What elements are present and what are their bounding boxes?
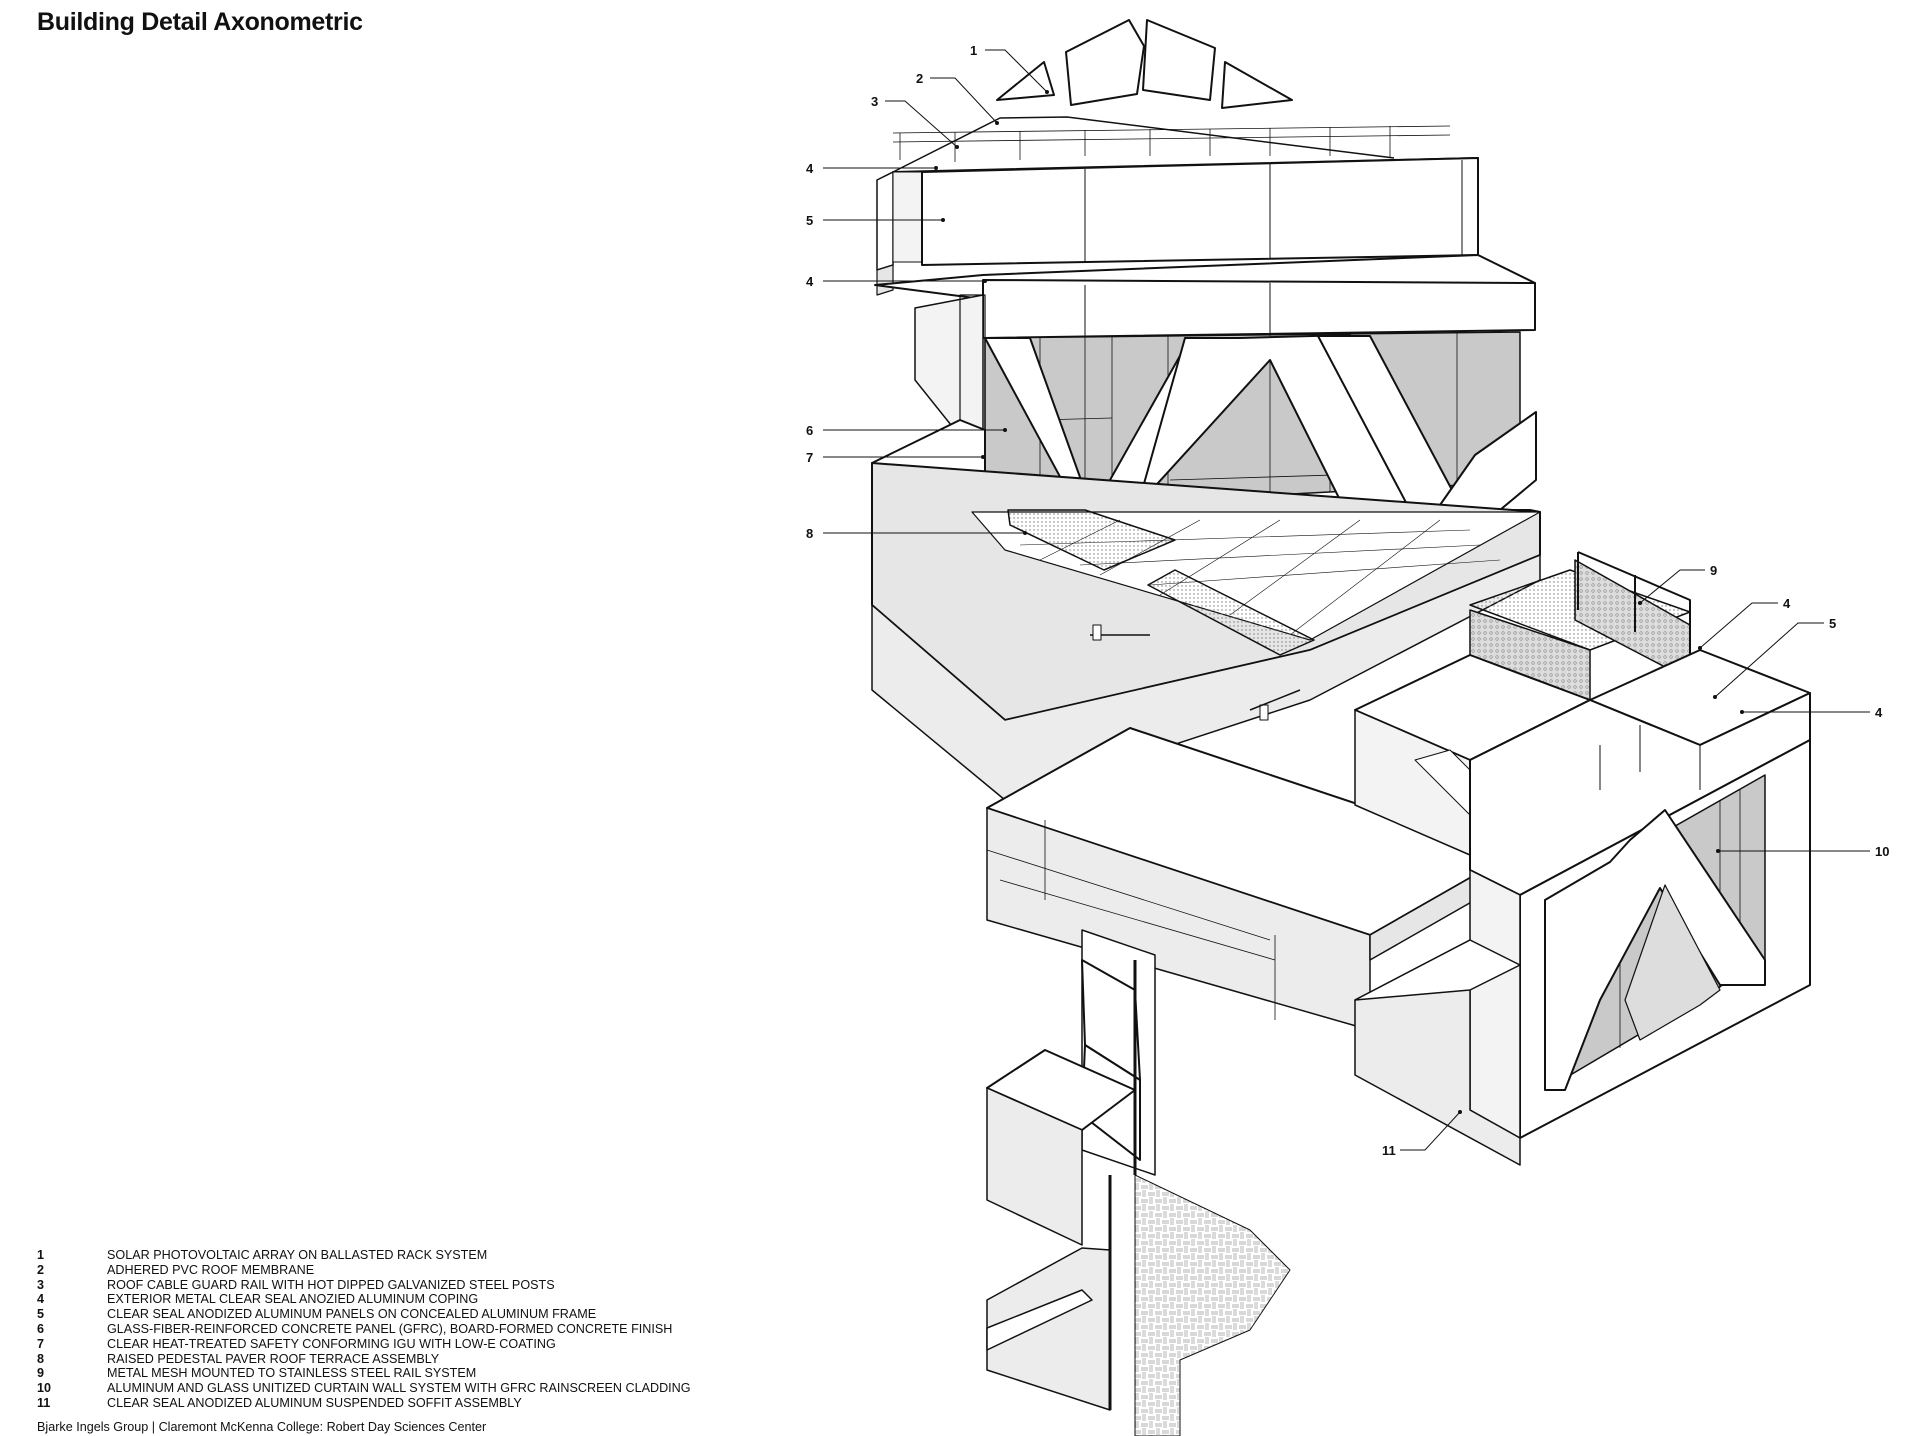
callout-5: 5 — [806, 213, 813, 228]
page-title: Building Detail Axonometric — [37, 8, 363, 36]
callout-3: 3 — [871, 94, 878, 109]
legend-number: 10 — [37, 1381, 52, 1396]
callout-9: 9 — [1710, 563, 1717, 578]
callout-4: 4 — [806, 274, 814, 289]
guard-rail — [892, 125, 1451, 162]
legend-text: EXTERIOR METAL CLEAR SEAL ANOZIED ALUMIN… — [107, 1292, 479, 1307]
legend-number: 11 — [37, 1395, 51, 1410]
legend-row: 10 ALUMINUM AND GLASS UNITIZED CURTAIN WA… — [37, 1381, 691, 1396]
legend-number: 6 — [37, 1321, 45, 1336]
callout-6: 6 — [806, 423, 813, 438]
legend-row: 1 SOLAR PHOTOVOLTAIC ARRAY ON BALLASTED R… — [37, 1248, 691, 1263]
solar-panels — [996, 19, 1293, 109]
terrace-block — [871, 462, 1541, 801]
upper-block — [871, 19, 1541, 531]
leader-lines — [823, 49, 1870, 1151]
legend-text: SOLAR PHOTOVOLTAIC ARRAY ON BALLASTED RA… — [107, 1248, 488, 1262]
legend-text: METAL MESH MOUNTED TO STAINLESS STEEL RA… — [107, 1366, 477, 1381]
legend-text: CLEAR HEAT-TREATED SAFETY CONFORMING IGU… — [107, 1336, 556, 1351]
legend-number: 8 — [37, 1351, 45, 1366]
callout-7: 7 — [806, 450, 813, 465]
gfrc-frames — [984, 334, 1537, 511]
callout-11: 11 — [1382, 1143, 1396, 1158]
callout-10: 10 — [1875, 844, 1889, 859]
legend-number: 3 — [37, 1277, 45, 1292]
credit-line: Bjarke Ingels Group | Claremont McKenna … — [37, 1420, 487, 1434]
callout-4: 4 — [1783, 596, 1791, 611]
legend-row: 7 CLEAR HEAT-TREATED SAFETY CONFORMING IG… — [37, 1337, 691, 1352]
legend-text: ALUMINUM AND GLASS UNITIZED CURTAIN WALL… — [107, 1381, 691, 1396]
legend-row: 2 ADHERED PVC ROOF MEMBRANE — [37, 1263, 691, 1278]
legend-number: 9 — [37, 1366, 45, 1381]
legend-text: CLEAR SEAL ANODIZED ALUMINUM SUSPENDED S… — [107, 1395, 522, 1410]
legend-number: 1 — [37, 1248, 45, 1262]
legend-row: 6 GLASS-FIBER-REINFORCED CONCRETE PANEL (… — [37, 1322, 691, 1337]
callout-4: 4 — [806, 161, 814, 176]
legend-text: CLEAR SEAL ANODIZED ALUMINUM PANELS ON C… — [107, 1307, 597, 1322]
callout-2: 2 — [916, 71, 923, 86]
legend-number: 2 — [37, 1262, 45, 1277]
legend-row: 5 CLEAR SEAL ANODIZED ALUMINUM PANELS ON … — [37, 1307, 691, 1322]
legend-number: 7 — [37, 1336, 45, 1351]
callout-5: 5 — [1829, 616, 1836, 631]
legend-row: 8 RAISED PEDESTAL PAVER ROOF TERRACE ASSE… — [37, 1352, 691, 1367]
legend-number: 5 — [37, 1307, 45, 1322]
right-block — [1354, 551, 1811, 1166]
lower-column — [986, 929, 1291, 1436]
legend-row: 4 EXTERIOR METAL CLEAR SEAL ANOZIED ALUMI… — [37, 1292, 691, 1307]
legend-row: 3 ROOF CABLE GUARD RAIL WITH HOT DIPPED G… — [37, 1278, 691, 1293]
legend-text: ADHERED PVC ROOF MEMBRANE — [107, 1262, 315, 1277]
callout-1: 1 — [970, 43, 977, 58]
leader-dots — [934, 90, 1744, 1114]
legend-row: 9 METAL MESH MOUNTED TO STAINLESS STEEL R… — [37, 1366, 691, 1381]
legend: 1 SOLAR PHOTOVOLTAIC ARRAY ON BALLASTED R… — [37, 1248, 691, 1411]
legend-row: 11 CLEAR SEAL ANODIZED ALUMINUM SUSPENDED… — [37, 1396, 691, 1411]
legend-number: 4 — [37, 1292, 45, 1307]
legend-text: GLASS-FIBER-REINFORCED CONCRETE PANEL (G… — [107, 1321, 673, 1336]
callout-8: 8 — [806, 526, 813, 541]
callout-4: 4 — [1875, 705, 1883, 720]
legend-text: ROOF CABLE GUARD RAIL WITH HOT DIPPED GA… — [107, 1277, 555, 1292]
callout-labels: 1 2 3 4 5 4 6 7 8 9 4 5 4 10 11 — [806, 43, 1889, 1158]
legend-text: RAISED PEDESTAL PAVER ROOF TERRACE ASSEM… — [107, 1351, 440, 1366]
